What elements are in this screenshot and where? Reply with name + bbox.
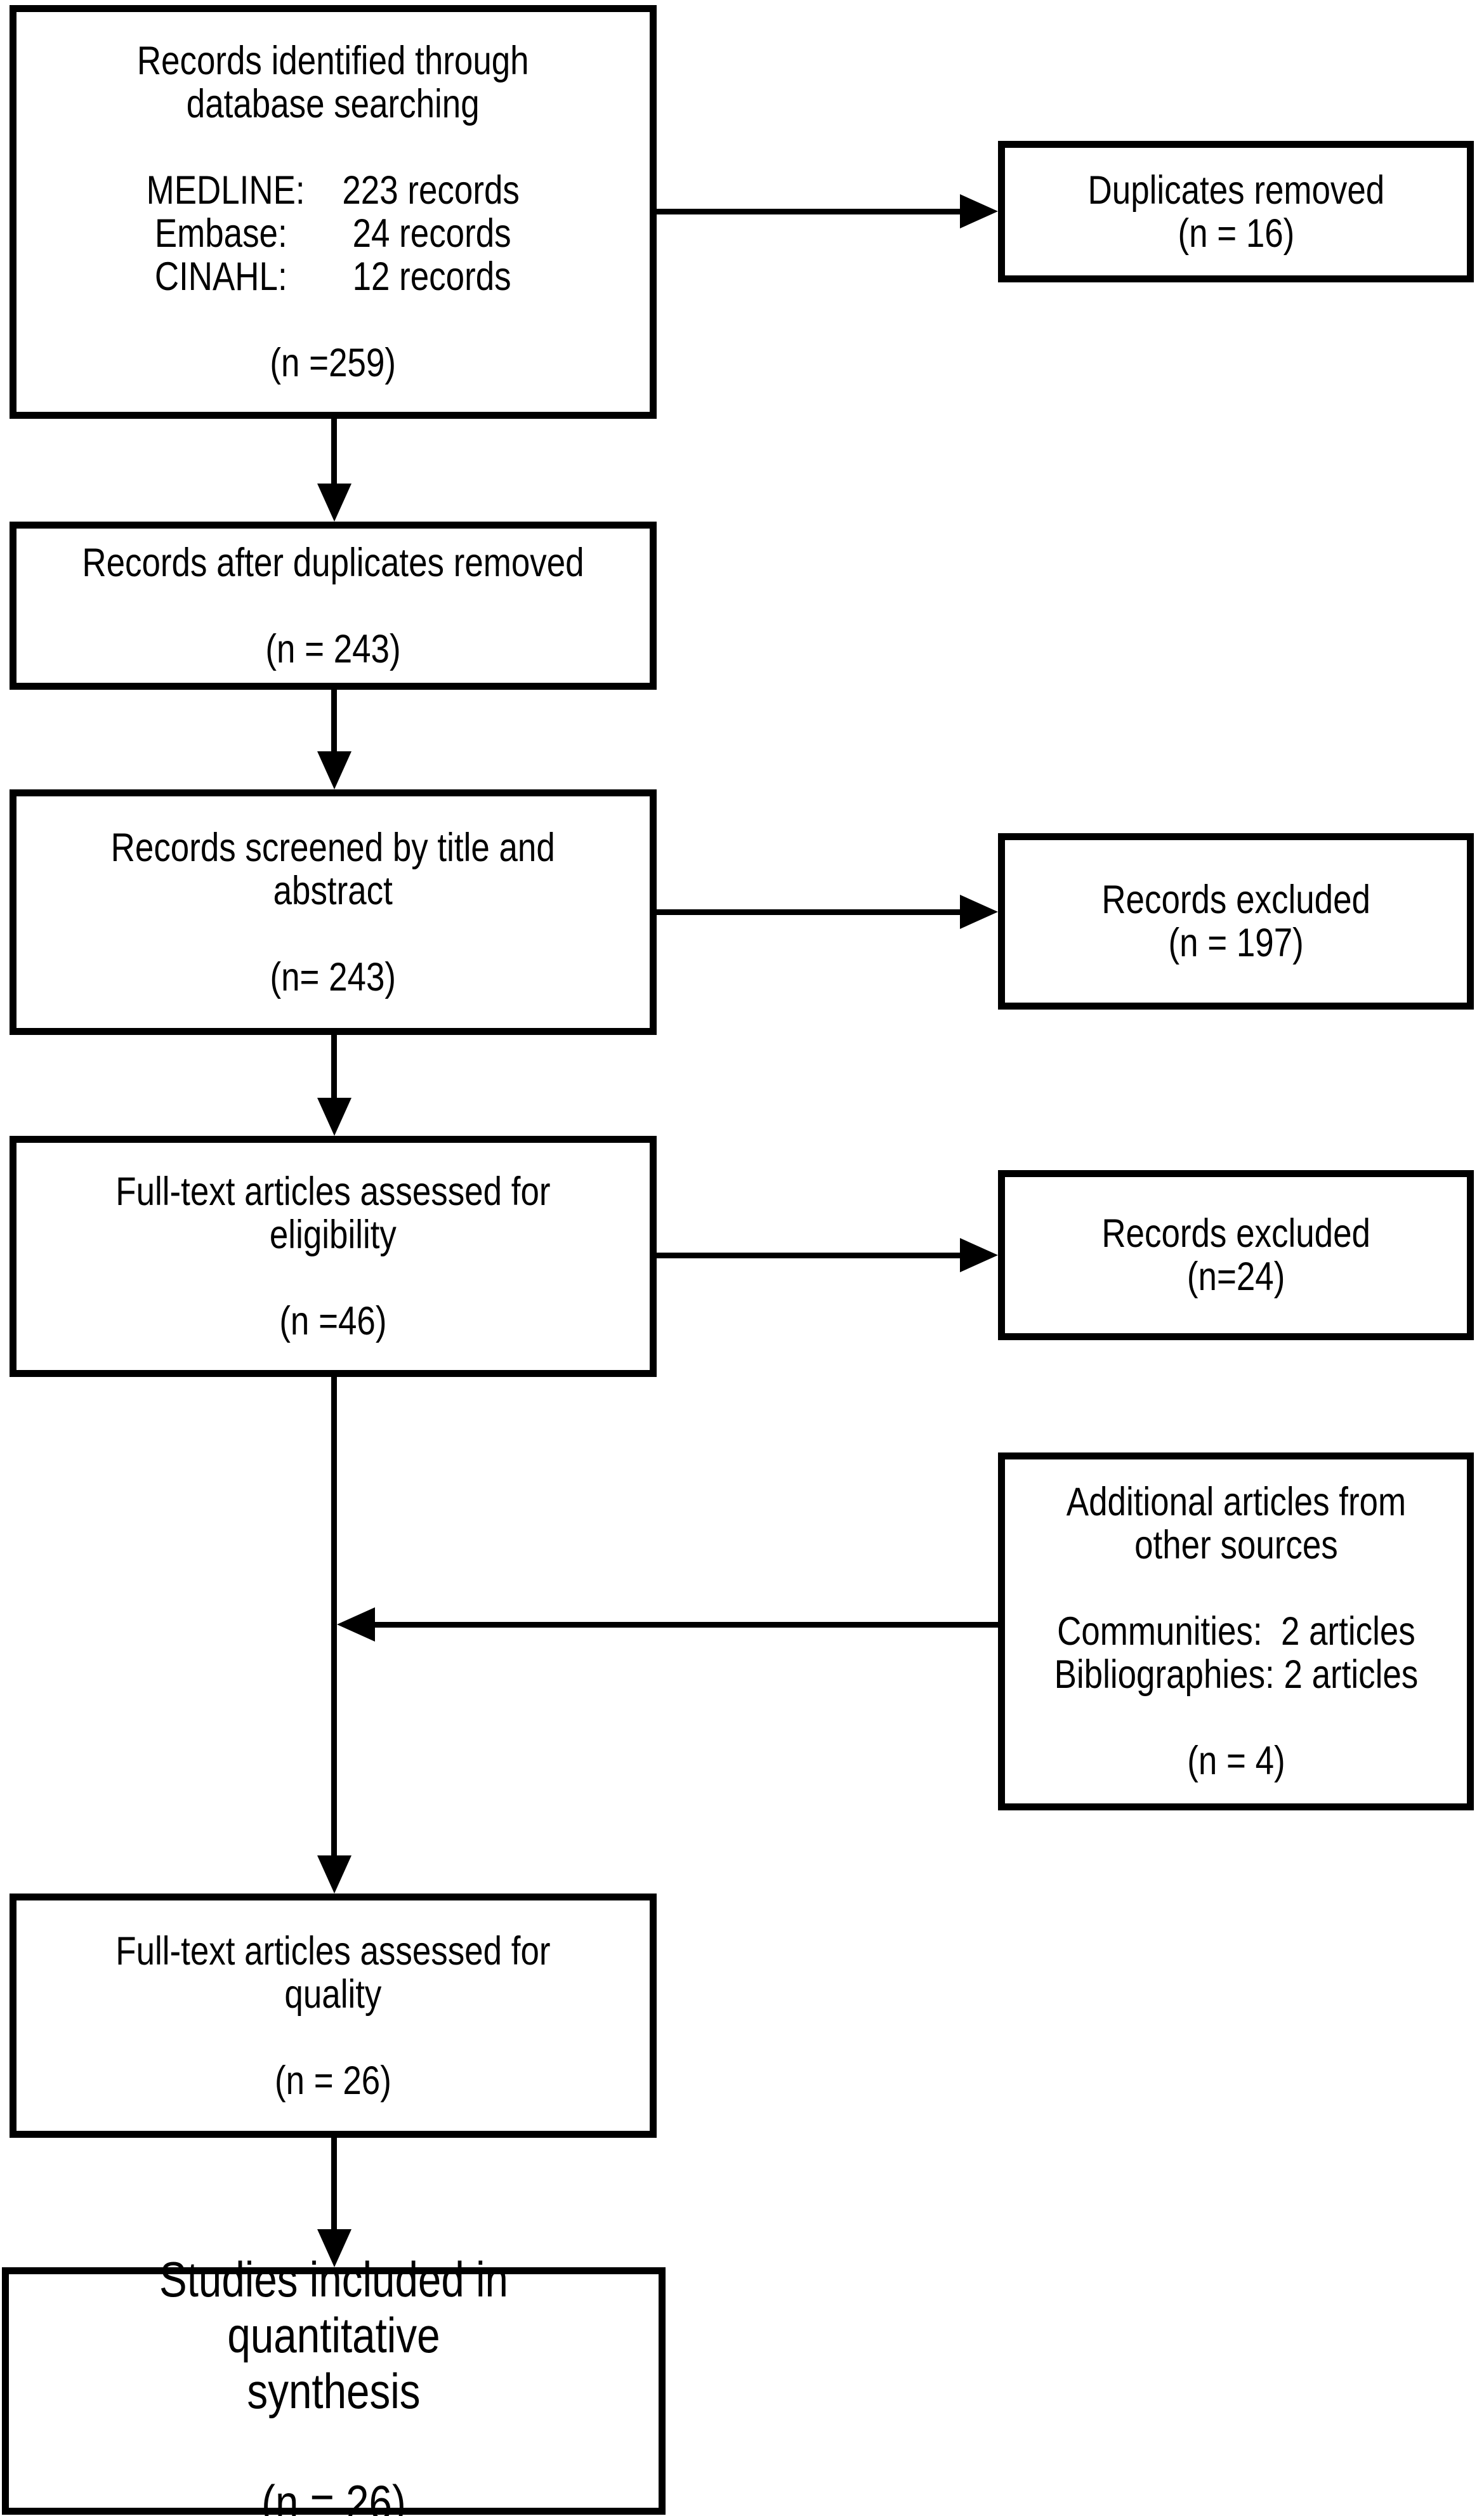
connector-identified-to-afterdup — [331, 416, 337, 489]
box-fulltext-eligibility-text: Full-text articles assessed for eligibil… — [115, 1169, 551, 1343]
box-records-excluded-fulltext-text: Records excluded (n=24) — [1101, 1211, 1370, 1299]
arrowhead-down-icon — [317, 1098, 351, 1136]
arrowhead-down-icon — [317, 751, 351, 789]
arrowhead-down-icon — [317, 1855, 351, 1894]
arrowhead-down-icon — [317, 2229, 351, 2267]
connector-screened-to-excluded — [657, 909, 963, 915]
box-records-excluded-screening: Records excluded (n = 197) — [998, 833, 1474, 1010]
connector-quality-to-included — [331, 2135, 337, 2234]
box-studies-included: Studies included in quantitative synthes… — [2, 2251, 666, 2516]
box-records-identified: Records identified through database sear… — [10, 5, 657, 419]
box-records-excluded-fulltext: Records excluded (n=24) — [998, 1170, 1474, 1340]
connector-screened-to-eligibility — [331, 1032, 337, 1103]
box-fulltext-quality: Full-text articles assessed for quality … — [10, 1894, 657, 2138]
box-fulltext-quality-text: Full-text articles assessed for quality … — [115, 1928, 551, 2103]
box-duplicates-removed-text: Duplicates removed (n = 16) — [1087, 168, 1384, 256]
box-duplicates-removed: Duplicates removed (n = 16) — [998, 141, 1474, 282]
box-studies-included-text: Studies included in quantitative synthes… — [159, 2251, 509, 2516]
connector-eligibility-to-quality — [331, 1374, 337, 1861]
connector-afterdup-to-screened — [331, 687, 337, 756]
connector-eligibility-to-excluded — [657, 1253, 963, 1258]
arrowhead-right-icon — [960, 1238, 998, 1272]
box-additional-sources: Additional articles from other sources C… — [998, 1452, 1474, 1810]
box-records-excluded-screening-text: Records excluded (n = 197) — [1101, 878, 1370, 965]
box-records-screened: Records screened by title and abstract (… — [10, 789, 657, 1035]
box-fulltext-eligibility: Full-text articles assessed for eligibil… — [10, 1136, 657, 1377]
box-records-after-duplicates: Records after duplicates removed (n = 24… — [10, 522, 657, 690]
connector-identified-to-duplicates — [657, 209, 963, 214]
arrowhead-left-icon — [337, 1607, 375, 1642]
box-additional-sources-text: Additional articles from other sources C… — [1054, 1480, 1418, 1783]
box-records-screened-text: Records screened by title and abstract (… — [110, 825, 556, 999]
arrowhead-right-icon — [960, 895, 998, 929]
connector-additional-to-flow — [375, 1622, 998, 1628]
arrowhead-down-icon — [317, 484, 351, 522]
box-records-after-duplicates-text: Records after duplicates removed (n = 24… — [82, 540, 584, 671]
box-records-identified-text: Records identified through database sear… — [137, 39, 529, 385]
arrowhead-right-icon — [960, 194, 998, 228]
